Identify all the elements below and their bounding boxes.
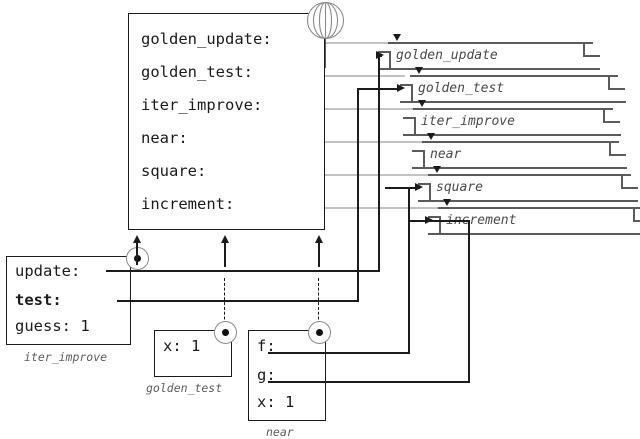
function-value-name: iter_improve	[421, 114, 515, 129]
arrowhead-right-golden-test	[397, 83, 405, 92]
pointer-test-h	[117, 300, 359, 302]
arrowhead-down-golden-update	[393, 34, 401, 41]
frame-label-near: near	[266, 425, 294, 439]
arrowhead-down-iter-improve	[418, 100, 426, 107]
global-binding-2: iter_improve:	[141, 96, 263, 114]
value-dot-golden-test	[214, 321, 237, 344]
globe-icon	[306, 1, 345, 40]
iter-improve-binding-2: guess: 1	[15, 317, 90, 335]
global-binding-4: square:	[141, 162, 207, 180]
parent-arrow-near-stem	[318, 243, 320, 267]
arrowhead-right-increment	[425, 215, 433, 224]
arrowhead-down-golden-test	[415, 67, 423, 74]
pointer-update-v	[378, 55, 380, 271]
function-value-name: near	[430, 147, 462, 162]
arrowhead-right-golden-update	[376, 50, 384, 59]
binding-line-iter-improve	[258, 108, 421, 110]
function-value-name: square	[436, 180, 483, 195]
near-binding-2: x: 1	[257, 393, 295, 411]
pointer-f-h	[268, 352, 410, 354]
global-binding-0: golden_update:	[141, 30, 272, 48]
binding-line-square	[228, 174, 460, 176]
arrowhead-right-square	[415, 182, 423, 191]
arrowhead-up-near	[314, 235, 323, 243]
global-binding-3: near:	[141, 129, 188, 147]
value-dot-near	[308, 321, 331, 344]
parent-arrow-iter-improve-stem	[136, 243, 138, 265]
pointer-f-v	[408, 187, 410, 353]
globe-stem	[324, 36, 327, 68]
near-binding-1: g:	[257, 366, 276, 384]
pointer-f-stub	[385, 187, 420, 189]
parent-arrow-near-dashed	[318, 278, 320, 334]
global-binding-5: increment:	[141, 195, 235, 213]
arrowhead-down-increment	[443, 199, 451, 206]
pointer-test-v	[357, 88, 359, 301]
binding-line-golden-test	[245, 75, 405, 77]
frame-label-golden-test: golden_test	[146, 381, 223, 395]
parent-arrow-golden-test-dashed	[224, 278, 226, 334]
near-binding-0: f:	[257, 337, 276, 355]
global-frame	[128, 13, 325, 230]
arrowhead-up-iter-improve	[132, 235, 141, 243]
global-binding-1: golden_test:	[141, 63, 253, 81]
pointer-g-h	[268, 381, 470, 383]
iter-improve-binding-0: update:	[15, 262, 81, 280]
function-value-name: golden_test	[418, 81, 505, 96]
parent-arrow-golden-test-stem	[224, 243, 226, 267]
arrowhead-down-near	[427, 133, 435, 140]
frame-label-iter-improve: iter_improve	[24, 350, 108, 364]
frame-near	[248, 330, 326, 421]
function-value-name: increment	[446, 213, 517, 228]
binding-line-increment	[258, 207, 482, 209]
arrowhead-down-square	[433, 166, 441, 173]
golden-test-binding-0: x: 1	[163, 337, 201, 355]
arrowhead-up-golden-test	[220, 235, 229, 243]
pointer-update-h	[106, 270, 380, 272]
function-value-name: golden_update	[396, 48, 498, 63]
iter-improve-binding-1: test:	[15, 291, 62, 309]
pointer-g-stub	[410, 220, 470, 222]
pointer-g-v	[468, 220, 470, 382]
pointer-test-stub	[357, 88, 401, 90]
